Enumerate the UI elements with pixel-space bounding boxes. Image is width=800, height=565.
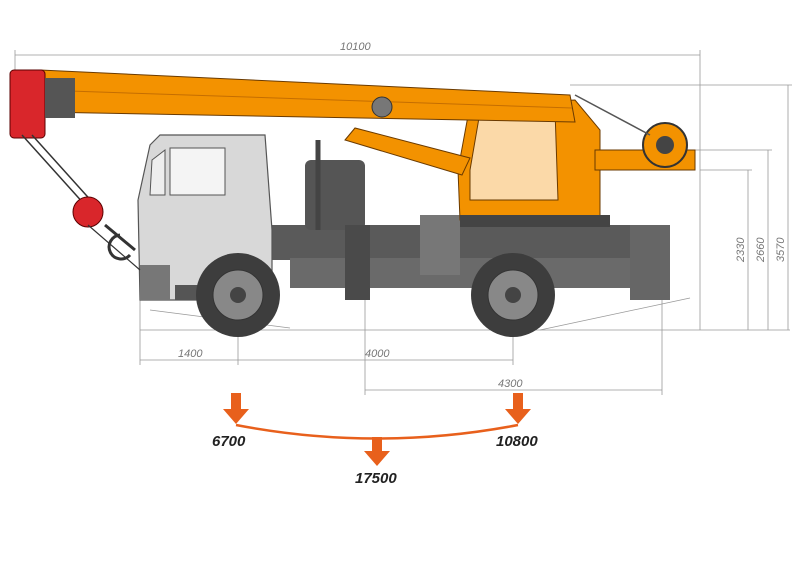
rear-wheel xyxy=(471,253,555,337)
load-distribution-curve xyxy=(235,423,519,440)
crane-boom xyxy=(39,69,651,176)
total-load: 17500 xyxy=(355,470,397,487)
rear-axle-load: 10800 xyxy=(496,433,538,450)
dim-wheelbase: 4000 xyxy=(365,348,390,360)
front-wheel xyxy=(196,253,280,337)
crane-cabin xyxy=(457,99,696,227)
dim-height-total: 3570 xyxy=(775,237,787,262)
dim-height-cabin: 2660 xyxy=(755,237,767,263)
front-axle-load: 6700 xyxy=(212,433,246,450)
dim-front-overhang: 1400 xyxy=(178,348,203,360)
dim-overall-length: 10100 xyxy=(340,41,371,53)
total-load-arrow xyxy=(364,437,390,466)
dim-height-platform: 2330 xyxy=(735,237,747,263)
chassis xyxy=(270,140,670,300)
front-axle-load-arrow xyxy=(223,393,249,424)
load-arrows xyxy=(223,393,531,466)
dim-rear-span: 4300 xyxy=(498,378,523,390)
hook-block xyxy=(9,69,141,271)
rear-axle-load-arrow xyxy=(505,393,531,424)
